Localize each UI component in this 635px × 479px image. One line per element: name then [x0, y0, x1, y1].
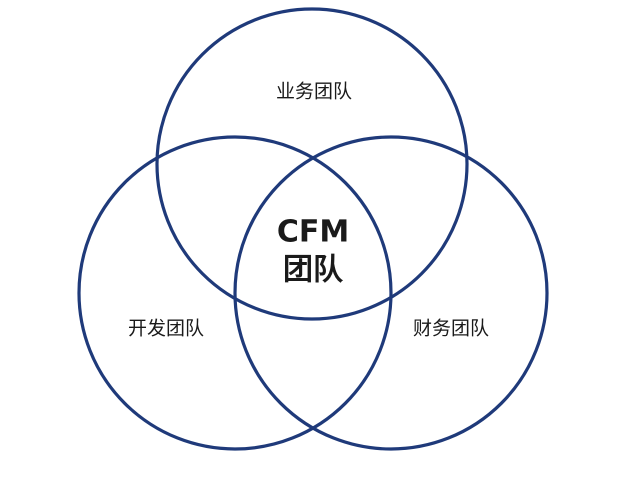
business-team-circle [155, 7, 469, 321]
development-team-circle [77, 135, 393, 451]
cfm-team-label-line1: CFM [276, 214, 350, 250]
cfm-team-label: CFM 团队 [277, 214, 349, 289]
development-team-label: 开发团队 [127, 317, 205, 340]
finance-team-label: 财务团队 [412, 317, 490, 340]
finance-team-circle [233, 135, 549, 451]
business-team-label: 业务团队 [275, 80, 353, 103]
cfm-team-label-line2: 团队 [283, 252, 343, 287]
